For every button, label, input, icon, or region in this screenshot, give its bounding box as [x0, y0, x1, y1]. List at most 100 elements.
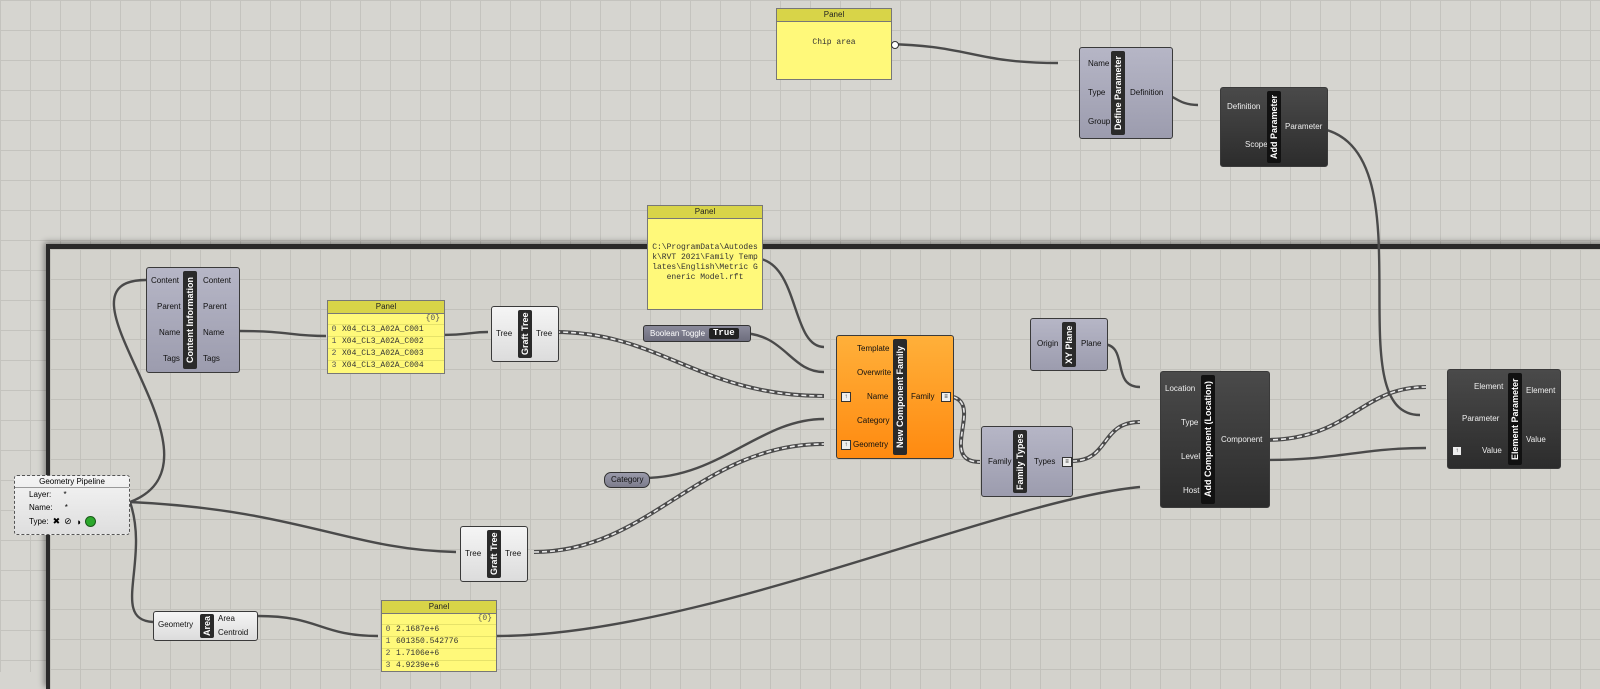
- list-value: X04_CL3_A02A_C001: [342, 325, 424, 334]
- graft-icon: ↑: [841, 440, 851, 450]
- list-icon: ≡: [1062, 457, 1072, 467]
- output-content: Content: [203, 276, 232, 285]
- layer-label: Layer:: [29, 490, 52, 499]
- input-scope: Scope: [1245, 140, 1268, 149]
- panel-text: C:\ProgramData\Autodesk\RVT 2021\Family …: [652, 243, 758, 282]
- input-origin: Origin: [1037, 339, 1059, 348]
- output-component: Component: [1221, 435, 1263, 444]
- input-type: Type: [1088, 88, 1106, 97]
- component-title: Add Component (Location): [1201, 375, 1215, 504]
- add-component-location-component[interactable]: Location Type Level Host Add Component (…: [1160, 371, 1270, 508]
- input-family: Family: [988, 457, 1012, 466]
- template-path-panel[interactable]: Panel C:\ProgramData\Autodesk\RVT 2021\F…: [647, 205, 763, 310]
- toggle-value[interactable]: True: [709, 328, 739, 339]
- list-value: 1.7106e+6: [396, 649, 440, 658]
- input-parameter: Parameter: [1462, 414, 1500, 423]
- input-group: Group: [1088, 117, 1111, 126]
- list-index: 3: [331, 361, 337, 370]
- input-tree: Tree: [496, 329, 513, 338]
- define-parameter-component[interactable]: Name Type Group Define Parameter Definit…: [1079, 47, 1173, 139]
- xy-plane-component[interactable]: Origin XY Plane Plane: [1030, 318, 1108, 371]
- chip-area-panel[interactable]: Panel Chip area: [776, 8, 892, 80]
- layer-value[interactable]: *: [63, 490, 67, 499]
- input-value: Value: [1482, 446, 1502, 455]
- content-information-component[interactable]: Content Parent Name Tags Content Informa…: [146, 267, 240, 373]
- output-parent: Parent: [203, 302, 227, 311]
- input-name: Name: [867, 392, 889, 401]
- input-geometry: Geometry: [853, 440, 889, 449]
- component-title: Content Information: [183, 271, 197, 369]
- list-value: 2.1687e+6: [396, 625, 440, 634]
- output-area: Area: [218, 614, 235, 623]
- list-index: 3: [385, 661, 391, 670]
- family-types-component[interactable]: Family Family Types Types ≡: [981, 426, 1073, 497]
- panel-title: Panel: [777, 9, 891, 22]
- output-parameter: Parameter: [1285, 122, 1323, 131]
- list-item: 1 X04_CL3_A02A_C002: [328, 336, 444, 348]
- list-item: 3 4.9239e+6: [382, 660, 496, 672]
- input-level: Level: [1181, 452, 1201, 461]
- brep-type-icon[interactable]: [85, 516, 97, 527]
- graft-icon: ↑: [1452, 446, 1462, 456]
- output-types: Types: [1034, 457, 1056, 466]
- pipeline-type-row: Type: ✖ ⊘ ◑: [15, 514, 129, 529]
- input-tree: Tree: [465, 549, 482, 558]
- list-index: 0: [331, 325, 337, 334]
- component-group[interactable]: [46, 244, 1600, 689]
- toggle-label: Boolean Toggle: [650, 329, 706, 338]
- area-component[interactable]: Geometry Area Area Centroid: [153, 611, 258, 641]
- list-value: 4.9239e+6: [396, 661, 440, 670]
- component-title: Graft Tree: [518, 310, 532, 358]
- input-name: Name: [159, 328, 181, 337]
- input-host: Host: [1183, 486, 1200, 495]
- output-element: Element: [1526, 386, 1556, 395]
- graft-tree-component[interactable]: Tree Graft Tree Tree: [460, 526, 528, 582]
- list-item: 3 X04_CL3_A02A_C004: [328, 360, 444, 372]
- component-title: Element Parameter: [1508, 373, 1522, 465]
- new-component-family-component[interactable]: Template Overwrite ↑ Name Category ↑ Geo…: [836, 335, 954, 459]
- input-type: Type: [1181, 418, 1199, 427]
- component-title: XY Plane: [1062, 322, 1076, 367]
- component-title: Graft Tree: [487, 530, 501, 578]
- category-parameter[interactable]: Category: [604, 472, 651, 488]
- component-title: Define Parameter: [1111, 51, 1125, 135]
- surface-type-icon[interactable]: ◑: [75, 516, 82, 527]
- output-name: Name: [203, 328, 225, 337]
- output-tags: Tags: [203, 354, 220, 363]
- element-parameter-component[interactable]: Element Parameter ↑ Value Element Parame…: [1447, 369, 1561, 469]
- list-index: 0: [385, 625, 391, 634]
- output-value: Value: [1526, 435, 1546, 444]
- list-icon: ≡: [941, 392, 951, 402]
- pipeline-layer-row: Layer: *: [15, 488, 129, 501]
- input-element: Element: [1474, 382, 1504, 391]
- graft-tree-component[interactable]: Tree Graft Tree Tree: [491, 306, 559, 362]
- graft-icon: ↑: [841, 392, 851, 402]
- list-index: 1: [385, 637, 391, 646]
- name-label: Name:: [29, 503, 53, 512]
- boolean-toggle[interactable]: Boolean Toggle True: [643, 325, 751, 342]
- input-geometry: Geometry: [158, 620, 194, 629]
- output-centroid: Centroid: [218, 628, 249, 637]
- panel-title: Panel: [382, 601, 496, 614]
- add-parameter-component[interactable]: Definition Scope Add Parameter Parameter: [1220, 87, 1328, 167]
- panel-title: Panel: [328, 301, 444, 314]
- list-index: 2: [331, 349, 337, 358]
- list-value: X04_CL3_A02A_C002: [342, 337, 424, 346]
- component-title: New Component Family: [893, 339, 907, 455]
- name-value[interactable]: *: [64, 503, 68, 512]
- list-value: X04_CL3_A02A_C004: [342, 361, 424, 370]
- input-content: Content: [151, 276, 180, 285]
- input-category: Category: [857, 416, 890, 425]
- geometry-pipeline-component[interactable]: Geometry Pipeline Layer: * Name: * Type:…: [14, 475, 130, 535]
- curve-type-icon[interactable]: ⊘: [64, 516, 72, 526]
- input-definition: Definition: [1227, 102, 1261, 111]
- panel-title: Panel: [648, 206, 762, 219]
- point-type-icon[interactable]: ✖: [52, 516, 61, 526]
- panel-output-port[interactable]: [891, 41, 899, 49]
- list-index: 1: [331, 337, 337, 346]
